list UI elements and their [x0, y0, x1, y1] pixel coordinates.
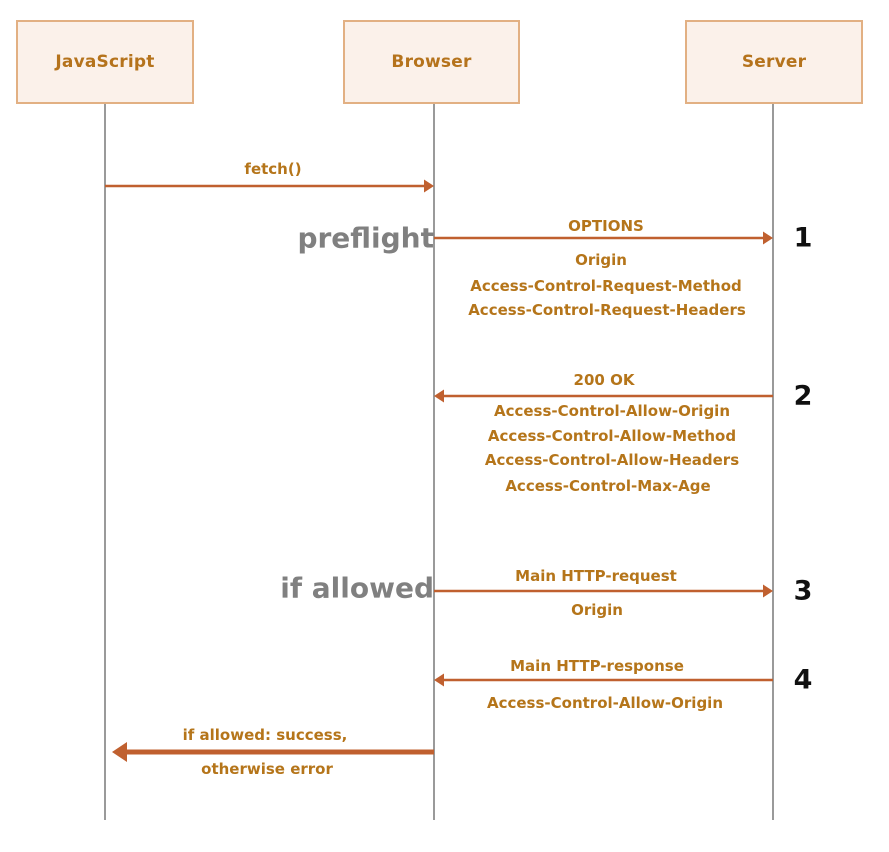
message-label-main-http-response: Main HTTP-response [510, 657, 684, 675]
participant-label-server: Server [741, 52, 807, 72]
lifelines-layer [104, 104, 774, 820]
arrow-head-main-http-request [763, 584, 773, 598]
message-header-options-preflight-0: Origin [575, 251, 627, 269]
message-header-result-to-javascript-0: otherwise error [201, 760, 333, 778]
participant-box-browser: Browser [343, 20, 520, 104]
message-label-result-to-javascript: if allowed: success, [182, 726, 348, 744]
participant-label-browser: Browser [391, 52, 472, 72]
message-arrow-options-preflight [434, 231, 773, 245]
step-number-2: 2 [793, 380, 813, 412]
message-arrow-main-http-request [434, 584, 773, 598]
message-label-preflight-200-ok: 200 OK [573, 371, 635, 389]
message-arrow-result-to-javascript [112, 742, 434, 762]
step-number-3: 3 [793, 575, 813, 607]
arrow-head-fetch [424, 179, 434, 193]
arrow-head-preflight-200-ok [434, 389, 444, 403]
message-label-main-http-request: Main HTTP-request [515, 567, 677, 585]
arrow-head-result-to-javascript [112, 742, 127, 762]
participant-box-server: Server [685, 20, 863, 104]
message-label-fetch: fetch() [244, 160, 302, 178]
message-header-main-http-request-0: Origin [571, 601, 623, 619]
message-header-options-preflight-2: Access-Control-Request-Headers [468, 301, 746, 319]
participant-label-javascript: JavaScript [55, 52, 155, 72]
message-header-preflight-200-ok-1: Access-Control-Allow-Method [487, 427, 737, 445]
participant-box-javascript: JavaScript [16, 20, 194, 104]
message-label-options-preflight: OPTIONS [568, 217, 644, 235]
step-number-1: 1 [793, 222, 813, 254]
message-arrow-main-http-response [434, 673, 773, 687]
message-header-options-preflight-1: Access-Control-Request-Method [470, 277, 742, 295]
message-header-preflight-200-ok-0: Access-Control-Allow-Origin [493, 402, 731, 420]
step-number-4: 4 [793, 664, 813, 696]
message-arrow-fetch [105, 179, 434, 193]
arrow-head-options-preflight [763, 231, 773, 245]
arrow-head-main-http-response [434, 673, 444, 687]
phase-label-preflight: preflight [297, 221, 434, 255]
message-header-preflight-200-ok-3: Access-Control-Max-Age [505, 477, 711, 495]
message-header-main-http-response-0: Access-Control-Allow-Origin [486, 694, 724, 712]
phase-label-if-allowed: if allowed [280, 571, 434, 605]
message-arrow-preflight-200-ok [434, 389, 773, 403]
message-header-preflight-200-ok-2: Access-Control-Allow-Headers [484, 451, 740, 469]
arrows-layer [105, 179, 773, 762]
